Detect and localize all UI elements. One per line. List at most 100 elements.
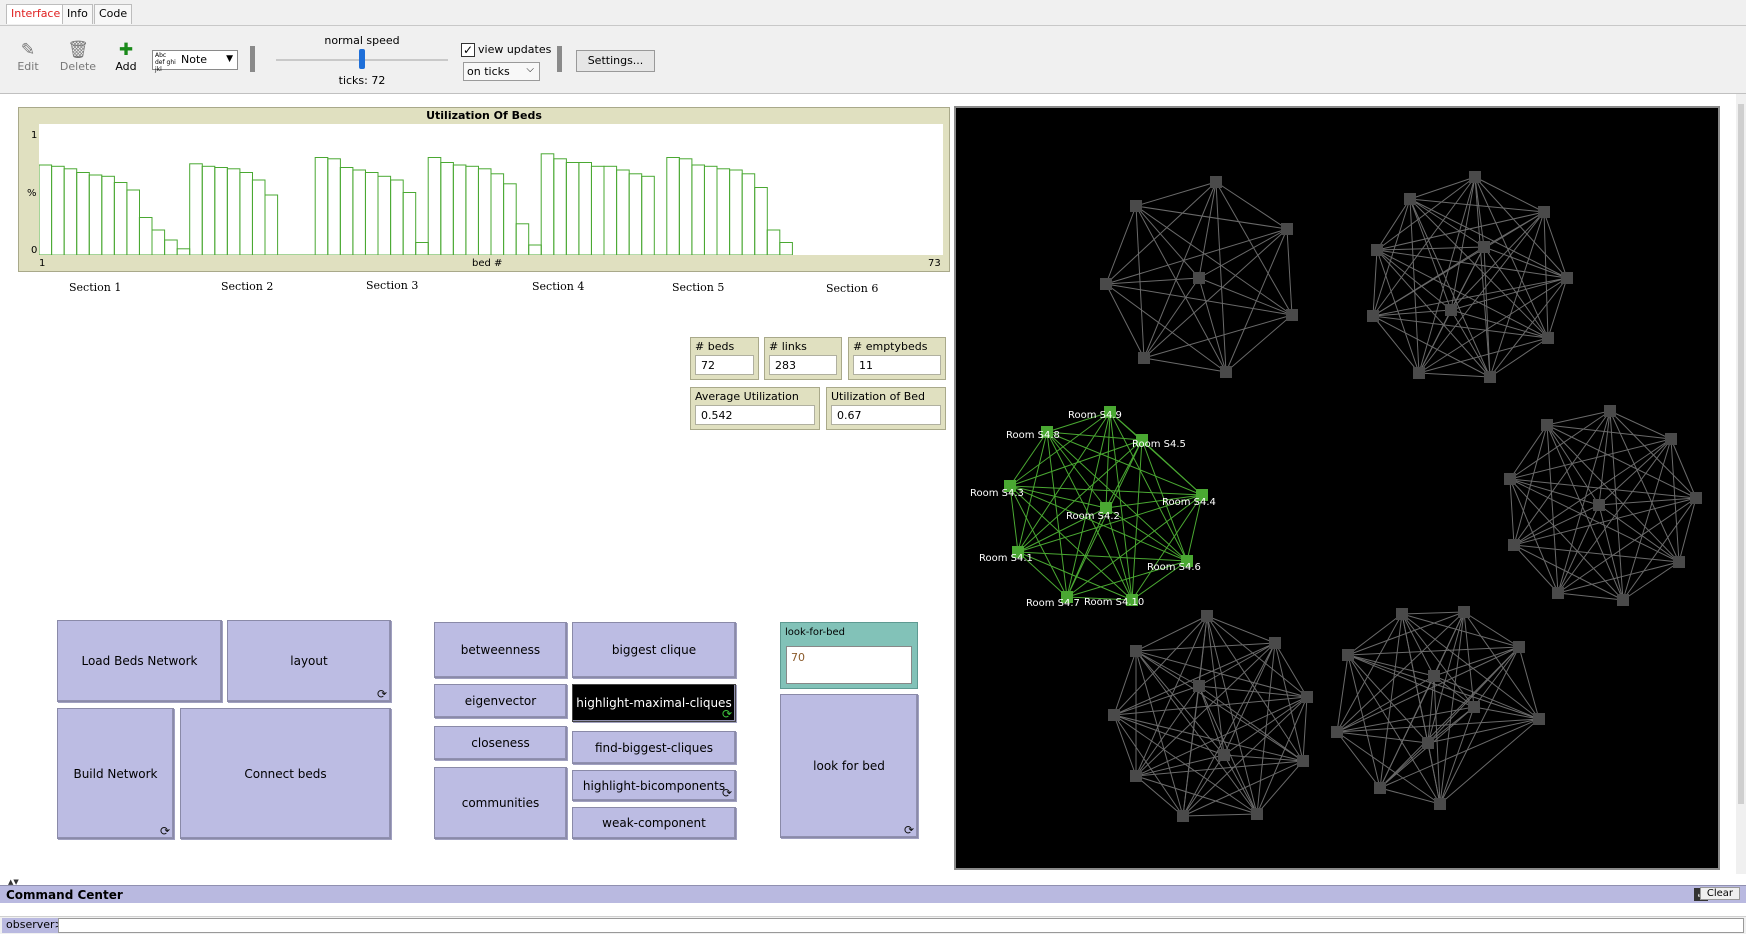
bed-node[interactable] (1604, 405, 1616, 417)
bed-node[interactable] (1371, 244, 1383, 256)
bed-node[interactable] (1422, 737, 1434, 749)
bed-node[interactable] (1458, 606, 1470, 618)
look-for-bed-button[interactable]: look for bed (780, 694, 918, 838)
bed-node[interactable] (1513, 641, 1525, 653)
add-button[interactable]: ✚ Add (106, 40, 146, 73)
bed-node[interactable] (1374, 782, 1386, 794)
bed-node[interactable] (1130, 200, 1142, 212)
update-mode-dropdown[interactable]: on ticks ⌵ (463, 62, 540, 81)
look-for-bed-field[interactable]: 70 (786, 646, 912, 684)
build-network-button[interactable]: Build Network (57, 708, 174, 839)
bed-node[interactable] (1445, 304, 1457, 316)
observer-prompt[interactable]: observer> (2, 918, 64, 933)
bed-node[interactable] (1552, 587, 1564, 599)
bed-node[interactable] (1218, 749, 1230, 761)
communities-button[interactable]: communities (434, 767, 567, 839)
speed-slider-thumb[interactable] (359, 49, 365, 69)
closeness-button[interactable]: closeness (434, 726, 567, 760)
bed-node[interactable] (1434, 798, 1446, 810)
eigenvector-button[interactable]: eigenvector (434, 684, 567, 718)
tab-info[interactable]: Info (62, 4, 93, 24)
layout-button[interactable]: layout (227, 620, 391, 702)
resize-arrows-icon[interactable]: ▲▼ (8, 878, 19, 886)
bed-node[interactable] (1251, 808, 1263, 820)
tab-code[interactable]: Code (94, 4, 133, 24)
bed-node[interactable] (1177, 810, 1189, 822)
bed-node[interactable] (1469, 171, 1481, 183)
bed-node[interactable] (1504, 473, 1516, 485)
bed-node[interactable] (1367, 310, 1379, 322)
bed-node[interactable] (1281, 223, 1293, 235)
bed-node[interactable] (1181, 555, 1193, 567)
bed-node[interactable] (1104, 406, 1116, 418)
bed-node[interactable] (1297, 755, 1309, 767)
bed-node[interactable] (1130, 770, 1142, 782)
bed-node[interactable] (1538, 206, 1550, 218)
load-beds-network-button[interactable]: Load Beds Network (57, 620, 222, 702)
bed-node[interactable] (1012, 546, 1024, 558)
bed-node[interactable] (1561, 272, 1573, 284)
link (1182, 813, 1258, 817)
bed-node[interactable] (1617, 594, 1629, 606)
bed-node[interactable] (1593, 499, 1605, 511)
view-updates-checkbox[interactable]: ✓ (461, 43, 475, 57)
bed-node[interactable] (1130, 645, 1142, 657)
bed-node[interactable] (1286, 309, 1298, 321)
biggest-clique-button[interactable]: biggest clique (572, 622, 736, 678)
bed-node[interactable] (1100, 502, 1112, 514)
edit-button[interactable]: ✎ Edit (8, 40, 48, 73)
bed-node[interactable] (1196, 489, 1208, 501)
bed-node[interactable] (1061, 591, 1073, 603)
bed-node[interactable] (1478, 241, 1490, 253)
bed-node[interactable] (1342, 649, 1354, 661)
link (1513, 504, 1600, 546)
bed-node[interactable] (1508, 539, 1520, 551)
bed-node[interactable] (1533, 713, 1545, 725)
bed-node[interactable] (1210, 176, 1222, 188)
bed-node[interactable] (1004, 480, 1016, 492)
bed-node[interactable] (1193, 272, 1205, 284)
bed-node[interactable] (1665, 433, 1677, 445)
widget-type-dropdown[interactable]: Abc def ghi jkl Note ▼ (152, 50, 238, 73)
bed-node[interactable] (1138, 352, 1150, 364)
bed-node[interactable] (1484, 371, 1496, 383)
connect-beds-button[interactable]: Connect beds (180, 708, 391, 839)
bed-node[interactable] (1542, 332, 1554, 344)
command-output (0, 903, 1746, 917)
highlight-maximal-cliques-button[interactable]: highlight-maximal-cliques (572, 684, 736, 722)
bed-node[interactable] (1301, 691, 1313, 703)
vertical-scrollbar[interactable] (1736, 94, 1746, 874)
bed-node[interactable] (1100, 278, 1112, 290)
bed-node[interactable] (1541, 419, 1553, 431)
utilization-plot[interactable]: Utilization Of Beds 1 % 0 1 bed # 73 (18, 107, 950, 272)
bed-node[interactable] (1468, 701, 1480, 713)
find-biggest-cliques-button[interactable]: find-biggest-cliques (572, 731, 736, 764)
bed-node[interactable] (1126, 594, 1138, 606)
look-for-bed-input[interactable]: look-for-bed 70 (780, 622, 918, 689)
scrollbar-thumb[interactable] (1738, 104, 1744, 804)
bed-node[interactable] (1673, 556, 1685, 568)
bed-node[interactable] (1404, 193, 1416, 205)
bed-node[interactable] (1193, 680, 1205, 692)
link (1135, 775, 1258, 815)
settings-button[interactable]: Settings... (576, 50, 655, 72)
bed-node[interactable] (1413, 367, 1425, 379)
highlight-bicomponents-button[interactable]: highlight-bicomponents (572, 770, 736, 801)
bed-node[interactable] (1108, 709, 1120, 721)
command-input[interactable] (58, 918, 1744, 933)
bed-node[interactable] (1220, 366, 1232, 378)
bed-node[interactable] (1136, 434, 1148, 446)
clear-button[interactable]: Clear (1699, 887, 1740, 900)
weak-component-button[interactable]: weak-component (572, 807, 736, 839)
bed-node[interactable] (1331, 726, 1343, 738)
bed-node[interactable] (1201, 610, 1213, 622)
bed-node[interactable] (1396, 608, 1408, 620)
delete-button[interactable]: 🗑 Delete (58, 40, 98, 73)
betweenness-button[interactable]: betweenness (434, 622, 567, 678)
tab-interface[interactable]: Interface (6, 4, 66, 24)
bed-node[interactable] (1041, 426, 1053, 438)
bed-node[interactable] (1690, 492, 1702, 504)
bed-node[interactable] (1428, 670, 1440, 682)
bed-node[interactable] (1269, 637, 1281, 649)
